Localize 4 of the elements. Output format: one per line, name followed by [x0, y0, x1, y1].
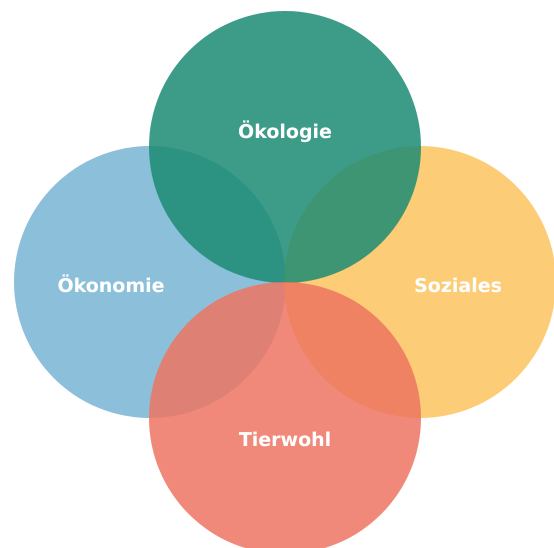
circle-label: Tierwohl — [238, 429, 332, 451]
circle-label: Ökonomie — [57, 275, 165, 297]
circle-label: Ökologie — [238, 121, 332, 143]
circle-label: Soziales — [414, 275, 502, 297]
